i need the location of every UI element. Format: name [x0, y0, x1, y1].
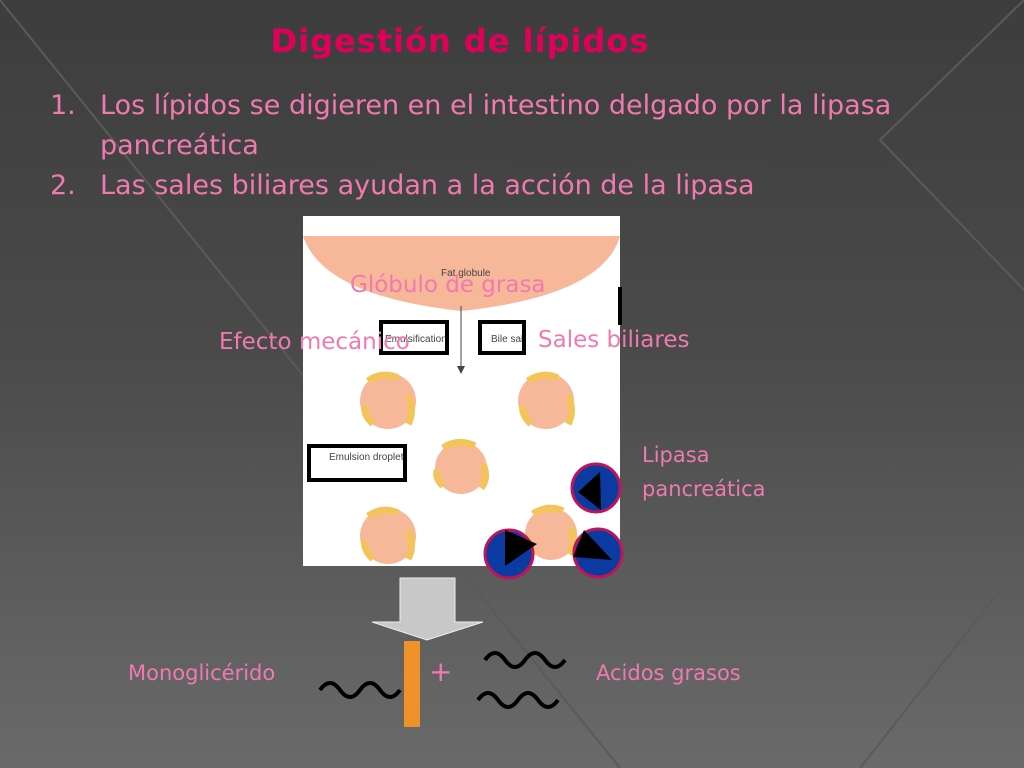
callout-box-emulsion-droplet — [307, 444, 407, 482]
list-item: 2. Las sales biliares ayudan a la acción… — [50, 166, 970, 206]
fatty-acid-chain — [483, 651, 567, 669]
label-lipase: Lipasa pancreática — [642, 438, 766, 506]
bile-salt-caption: Bile salt — [491, 334, 527, 345]
label-mechanical-effect: Efecto mecánico — [219, 329, 410, 355]
arrow-head — [457, 366, 465, 374]
list-text: Las sales biliares ayudan a la acción de… — [100, 170, 755, 201]
emulsion-droplet-caption: Emulsion droplet — [329, 452, 404, 463]
slide-title: Digestión de lípidos — [270, 22, 650, 60]
glycerol-bar — [404, 641, 420, 727]
lipase-enzyme — [570, 462, 622, 514]
list-item: 1. Los lípidos se digieren en el intesti… — [50, 86, 970, 166]
label-fatty-acids: Acidos grasos — [596, 661, 741, 685]
plus-sign: + — [429, 655, 453, 688]
fat-globule-caption: Fat globule — [441, 268, 491, 279]
lipase-enzyme — [572, 527, 624, 579]
label-monoglyceride: Monoglicérido — [128, 661, 276, 685]
droplet — [360, 506, 416, 564]
droplet — [518, 371, 575, 429]
label-lipase-line2: pancreática — [642, 477, 766, 501]
emulsification-figure: Fat globule Emulsification Bile salt Emu… — [303, 216, 620, 566]
bullet-list: 1. Los lípidos se digieren en el intesti… — [50, 86, 970, 206]
lipase-enzyme — [483, 528, 537, 580]
droplet — [433, 439, 490, 494]
fatty-acid-chain — [476, 691, 560, 709]
list-number: 2. — [50, 170, 76, 201]
label-bile-salts: Sales biliares — [538, 327, 690, 353]
label-lipase-line1: Lipasa — [642, 443, 710, 467]
callout-box-bile-salt — [478, 320, 526, 355]
callout-box-emulsification — [379, 320, 449, 355]
label-fat-globule: Glóbulo de grasa — [350, 272, 546, 298]
droplet — [360, 371, 416, 429]
fat-globule-shape — [303, 236, 620, 311]
emulsification-caption: Emulsification — [385, 334, 447, 345]
fatty-acid-chain — [318, 681, 402, 699]
figure-drawing — [303, 236, 620, 564]
list-number: 1. — [50, 90, 76, 121]
down-arrow — [371, 577, 484, 641]
list-text: Los lípidos se digieren en el intestino … — [100, 90, 892, 161]
